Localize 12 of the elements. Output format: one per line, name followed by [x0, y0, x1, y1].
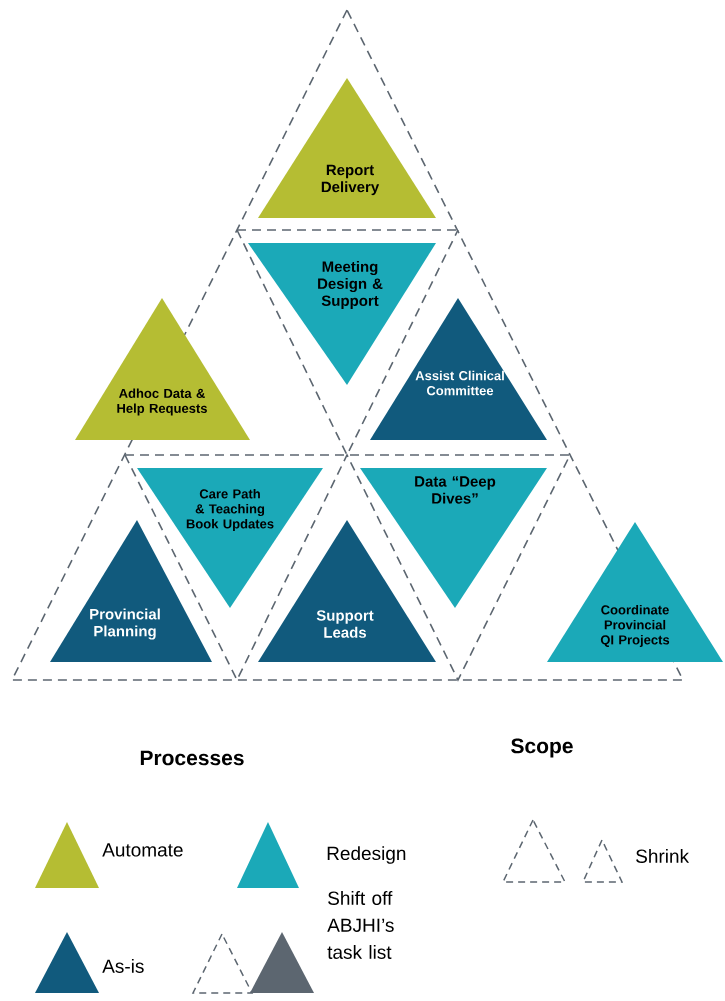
legend-heading: Scope [511, 738, 573, 758]
triangle: Report Delivery [258, 78, 436, 218]
triangle: Coordinate Provincial QI Projects [547, 522, 723, 662]
triangle: Care Path & Teaching Book Updates [137, 468, 323, 608]
legend-heading: Processes [140, 750, 244, 766]
legend-label: Shift off ABJHI’s task list [327, 891, 394, 959]
legend-label: Automate [102, 843, 183, 857]
triangle: Data “Deep Dives” [360, 468, 547, 608]
legend-label: As-is [102, 959, 144, 973]
legend-label: Redesign [327, 846, 406, 864]
legend-label: Shrink [636, 849, 690, 863]
triangle: Adhoc Data & Help Requests [75, 298, 250, 440]
